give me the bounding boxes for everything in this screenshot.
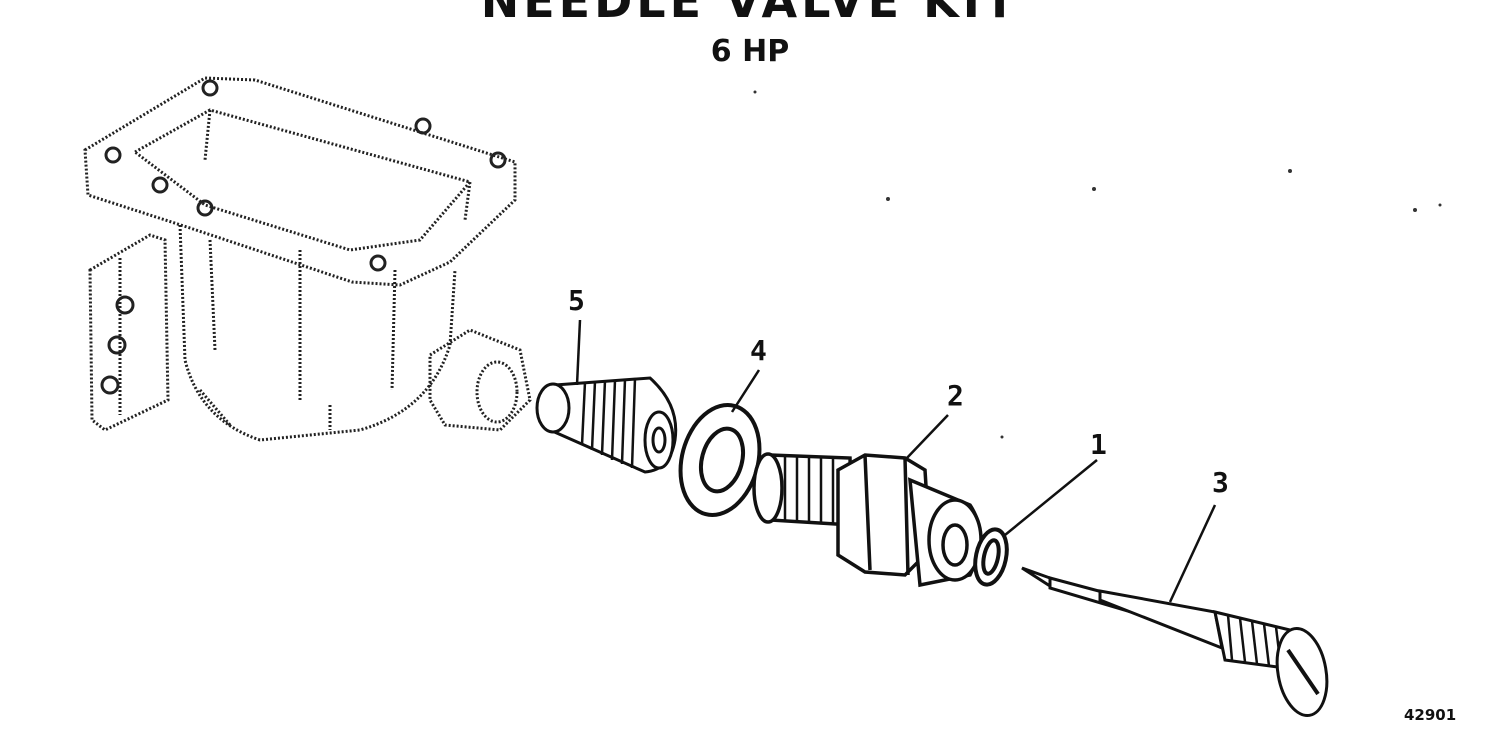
o-ring-icon: [973, 527, 1009, 587]
leader-line-2: [904, 414, 949, 461]
leader-line-1: [1004, 459, 1098, 536]
leader-line-5: [575, 319, 582, 386]
callout-2: 2: [947, 379, 964, 412]
callout-5: 5: [568, 284, 585, 317]
callout-4: 4: [750, 334, 767, 367]
figure-number: 42901: [1404, 706, 1457, 724]
diagram-subtitle: 6 HP: [710, 34, 790, 69]
leader-lines: [575, 319, 1217, 603]
threaded-seat-icon: [535, 376, 678, 474]
mounting-holes-icon: [100, 79, 507, 395]
hex-fitting-icon: [752, 452, 983, 588]
leader-line-4: [730, 369, 761, 413]
scan-specks: [753, 90, 1442, 439]
callout-1: 1: [1090, 428, 1107, 461]
leader-line-3: [1168, 504, 1217, 603]
diagram-title: NEEDLE VALVE KIT: [480, 0, 1020, 28]
carburetor-body-icon: [83, 76, 532, 442]
callout-3: 3: [1212, 466, 1229, 499]
needle-valve-screw-icon: [1021, 566, 1329, 718]
